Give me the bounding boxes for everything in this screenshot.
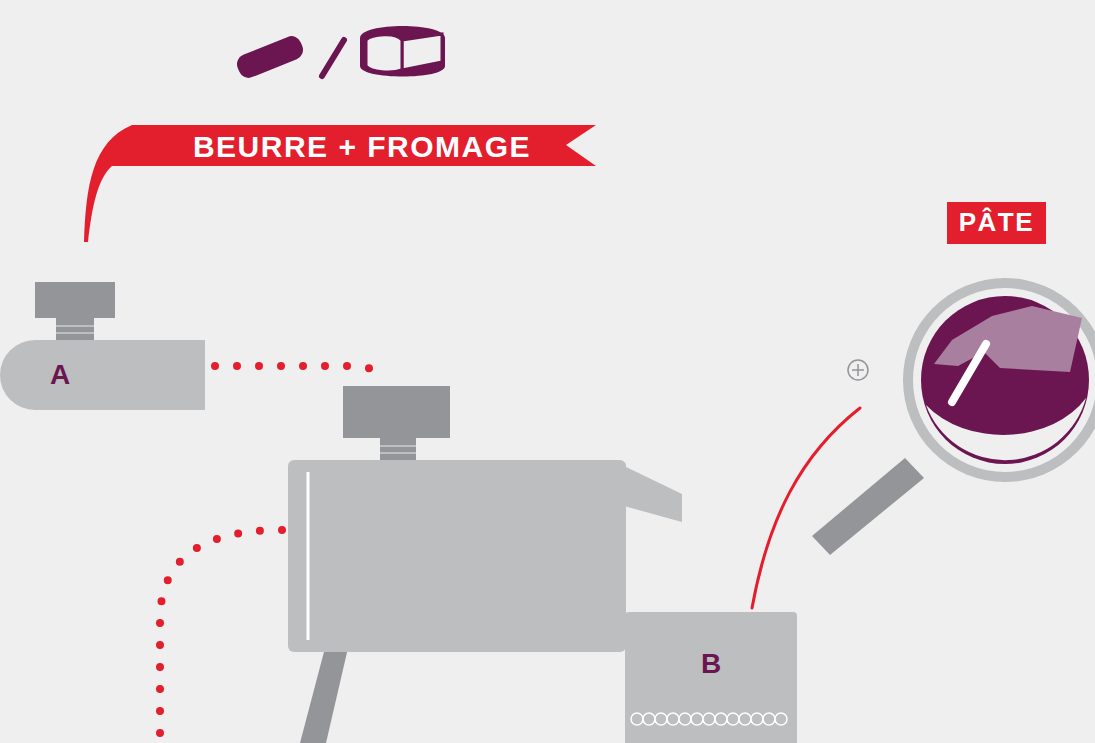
banner-label: BEURRE + FROMAGE xyxy=(181,125,543,168)
ribbon-banner xyxy=(84,125,596,242)
main-machine xyxy=(288,460,626,652)
node-text: B xyxy=(701,646,721,682)
label-tag: PÂTE xyxy=(947,202,1046,244)
machine-highlight xyxy=(307,472,310,640)
ingredient-icons xyxy=(234,26,445,81)
output-dots xyxy=(160,530,282,735)
hopper-neck xyxy=(56,318,94,342)
machine-leg xyxy=(300,648,348,743)
magnifier-handle xyxy=(812,458,924,555)
machine-spout xyxy=(624,466,682,522)
coil-element xyxy=(625,709,797,729)
leader-line xyxy=(752,408,860,608)
dough-sheet xyxy=(926,398,1086,460)
feed-dots xyxy=(215,366,378,376)
node-text: A xyxy=(50,357,70,393)
zoom-symbol xyxy=(848,360,868,380)
main-hopper xyxy=(343,386,450,438)
hopper xyxy=(35,282,115,318)
hand xyxy=(934,306,1082,372)
dough-detail xyxy=(921,296,1089,464)
node-text: PÂTE xyxy=(959,206,1034,240)
main-hopper-neck xyxy=(380,438,416,462)
machine-b: B xyxy=(625,612,797,743)
magnifier-ring xyxy=(903,278,1095,482)
machine-a: A xyxy=(0,340,205,410)
node-text: BEURRE + FROMAGE xyxy=(193,127,531,166)
